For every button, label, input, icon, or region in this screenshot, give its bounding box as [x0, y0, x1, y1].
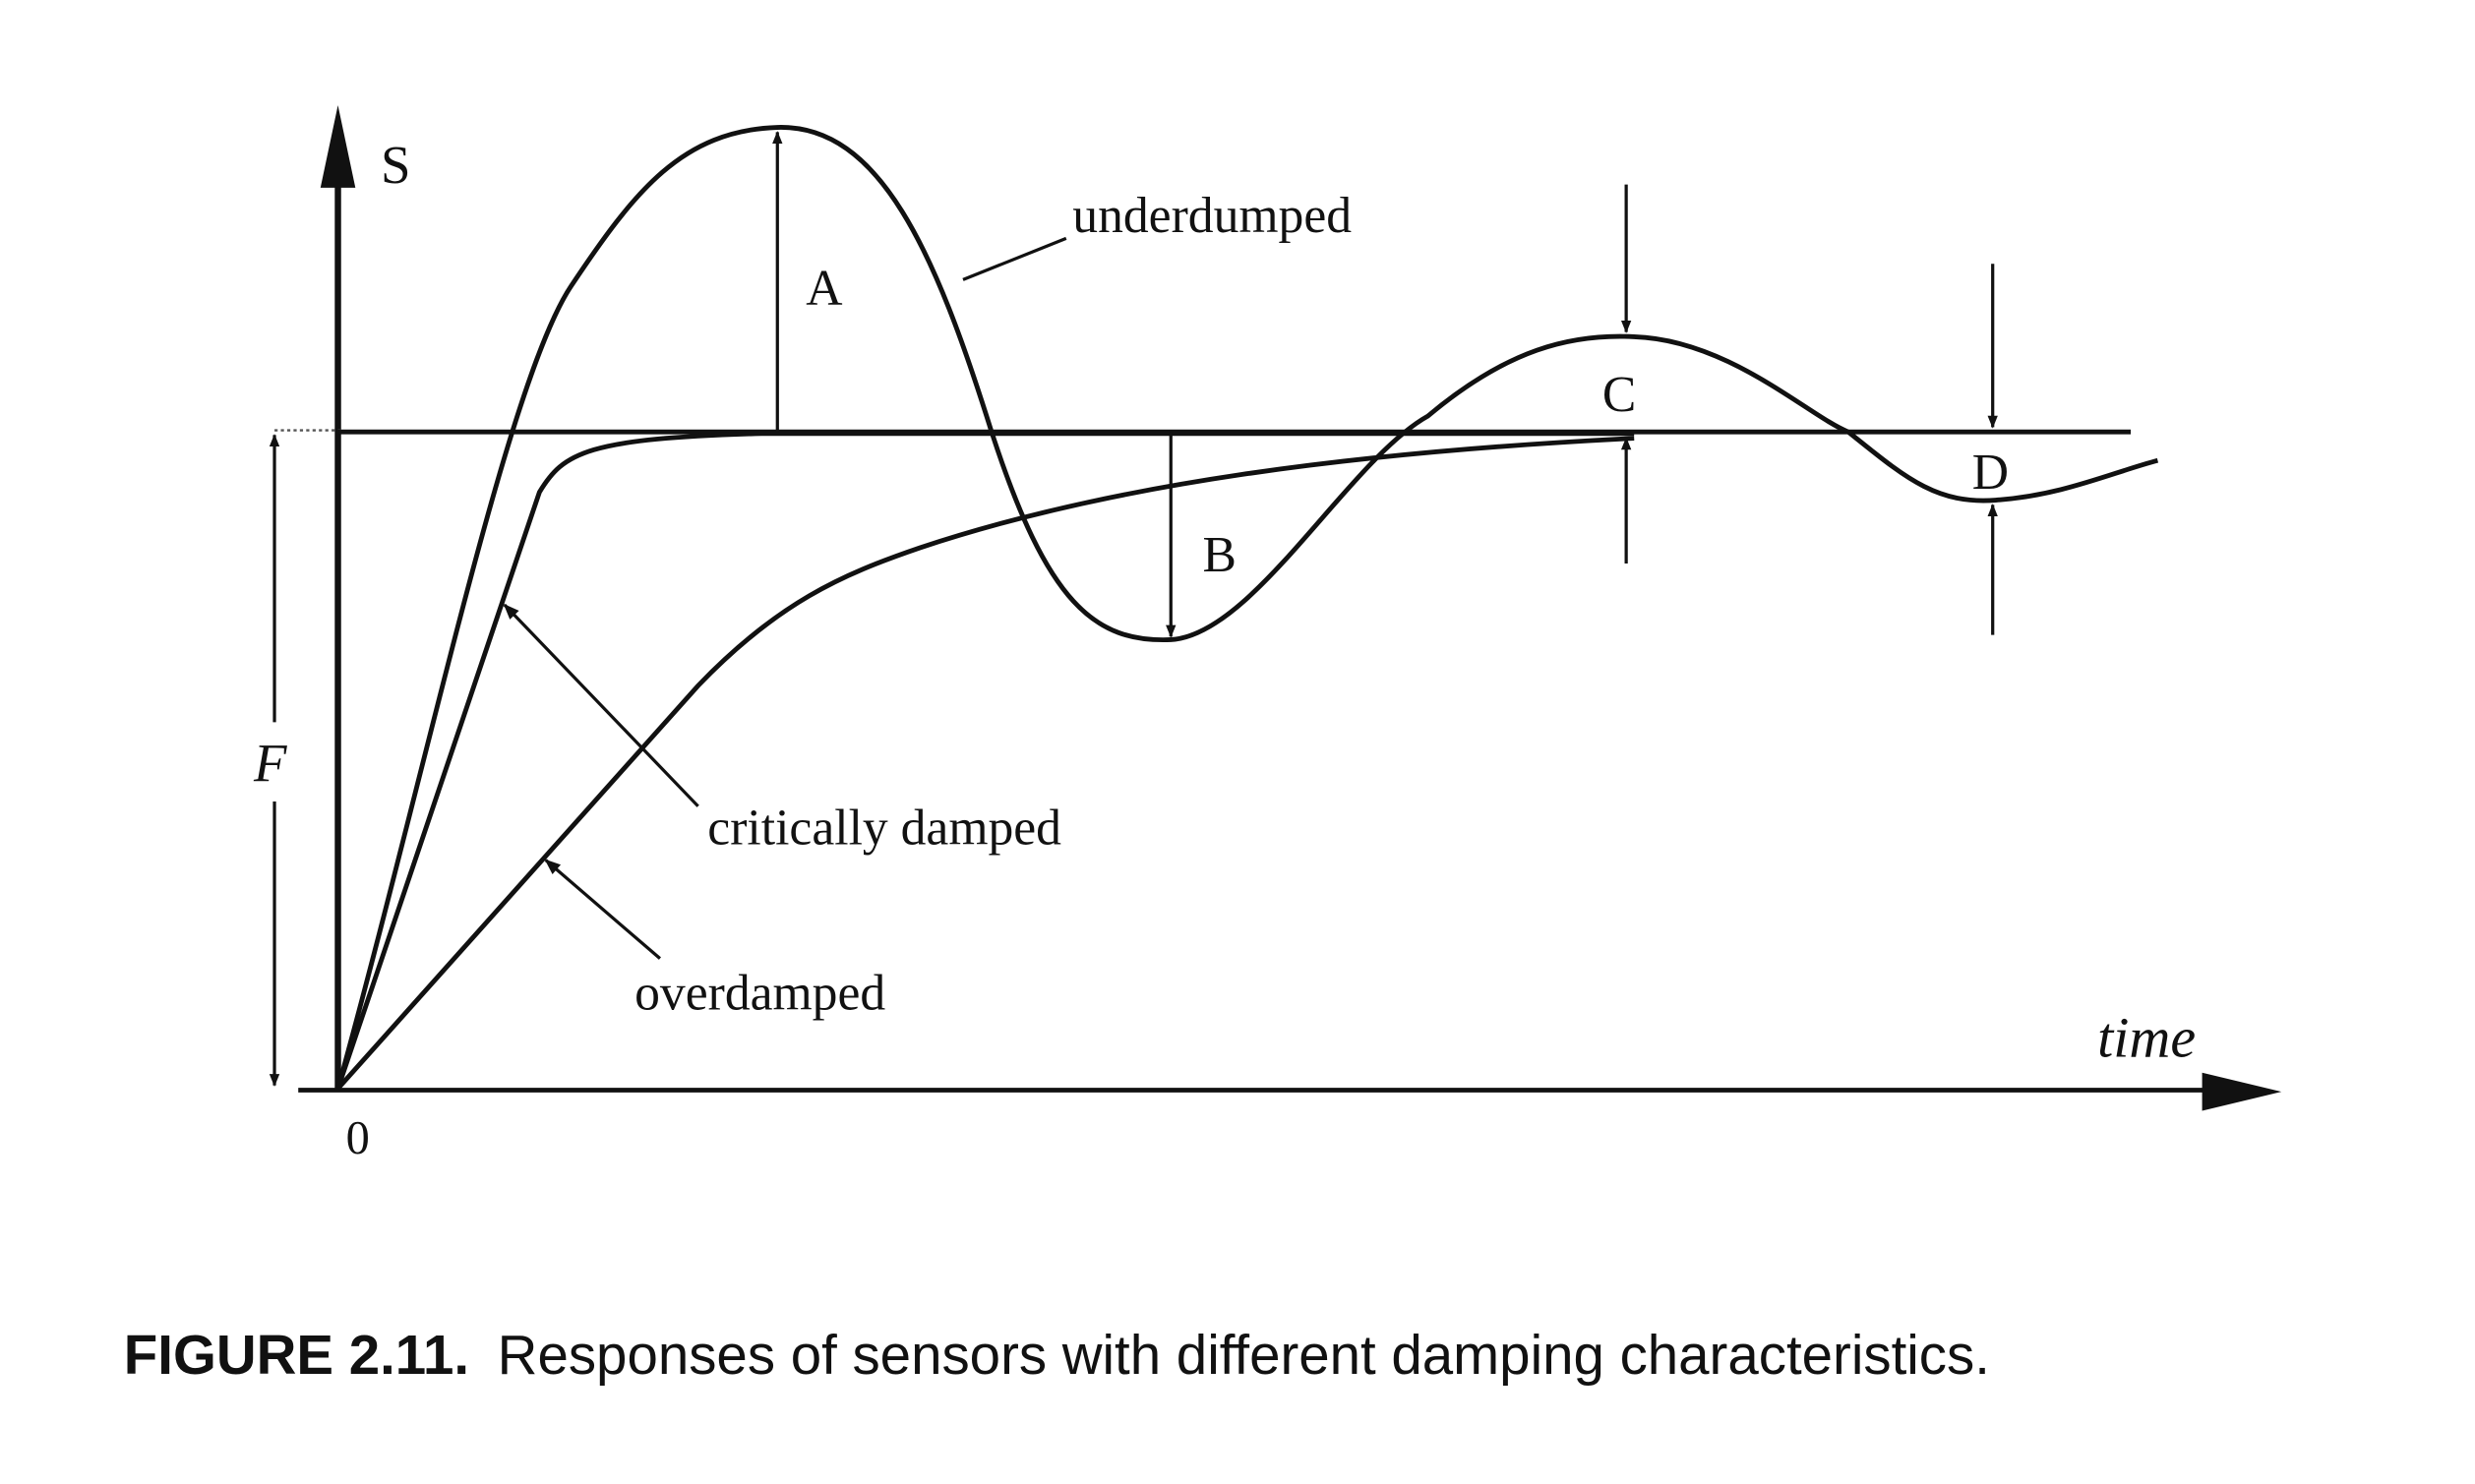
underdamped-label: underdumped — [1072, 188, 1352, 244]
y-axis-arrow-icon — [320, 104, 356, 188]
critically-damped-curve — [335, 431, 1635, 1090]
overdamped-pointer — [544, 859, 661, 960]
underdamped-curve — [335, 125, 2159, 1090]
overdamped-label: overdamped — [634, 965, 885, 1021]
y-axis-label: S — [381, 135, 411, 195]
critically-damped-pointer — [503, 603, 699, 807]
marker-c: C — [1602, 367, 1636, 423]
critically-damped-label: critically damped — [707, 801, 1061, 857]
marker-d: D — [1972, 445, 2009, 501]
marker-a: A — [806, 261, 842, 317]
origin-label: 0 — [346, 1112, 370, 1164]
marker-b: B — [1203, 527, 1237, 583]
underdamped-leader — [962, 236, 1067, 281]
x-axis-label: time — [2097, 1006, 2196, 1070]
figure-number: FIGURE 2.11. — [124, 1324, 469, 1386]
figure-caption-text: Responses of sensors with different damp… — [498, 1324, 1990, 1386]
overdamped-curve — [335, 436, 1635, 1091]
x-axis-arrow-icon — [2202, 1072, 2282, 1111]
level-label: F — [253, 733, 287, 793]
figure-caption: FIGURE 2.11. Responses of sensors with d… — [124, 1324, 1990, 1386]
